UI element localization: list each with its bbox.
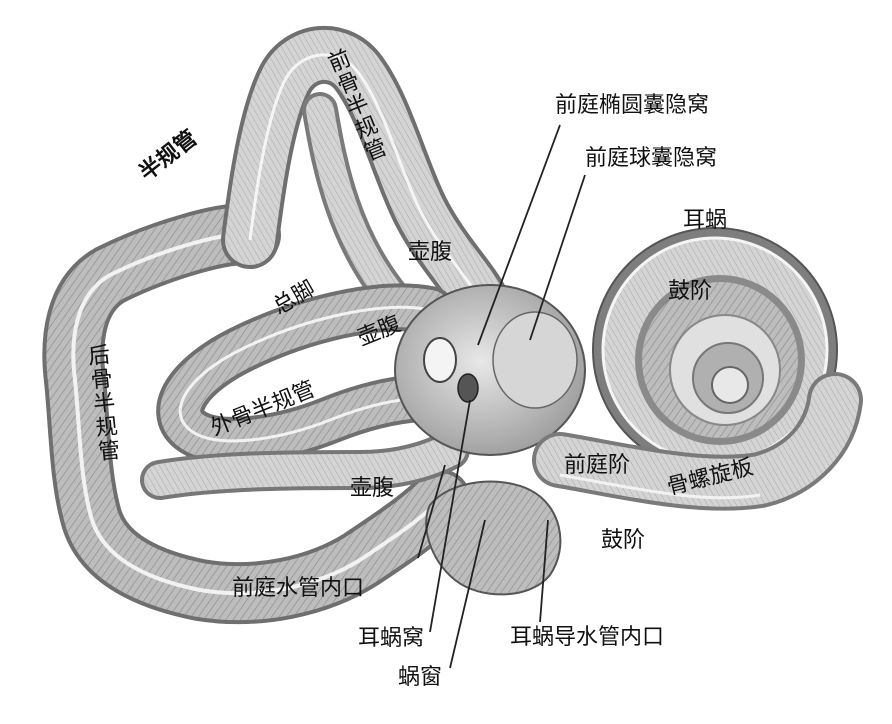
label-vestibular-aqueduct: 前庭水管内口	[232, 576, 365, 601]
label-ampulla-low: 壶腹	[350, 476, 395, 501]
leader-lines	[417, 124, 586, 669]
label-ampulla-top: 壶腹	[408, 240, 453, 265]
cochlea-shape	[592, 227, 838, 473]
label-cochlear-aqueduct: 耳蜗导水管内口	[510, 625, 665, 650]
label-cochlear-recess: 耳蜗窝	[358, 626, 425, 651]
label-cochlea: 耳蜗	[683, 208, 728, 233]
label-scala-tympani-bottom: 鼓阶	[601, 528, 646, 553]
label-elliptical-recess: 前庭椭圆囊隐窝	[555, 93, 710, 118]
label-scala-tympani-top: 鼓阶	[668, 279, 713, 304]
label-spherical-recess: 前庭球囊隐窝	[585, 146, 718, 171]
label-scala-vestibuli: 前庭阶	[564, 453, 631, 478]
round-window-shape	[425, 480, 562, 596]
label-round-window: 蜗窗	[398, 665, 443, 690]
